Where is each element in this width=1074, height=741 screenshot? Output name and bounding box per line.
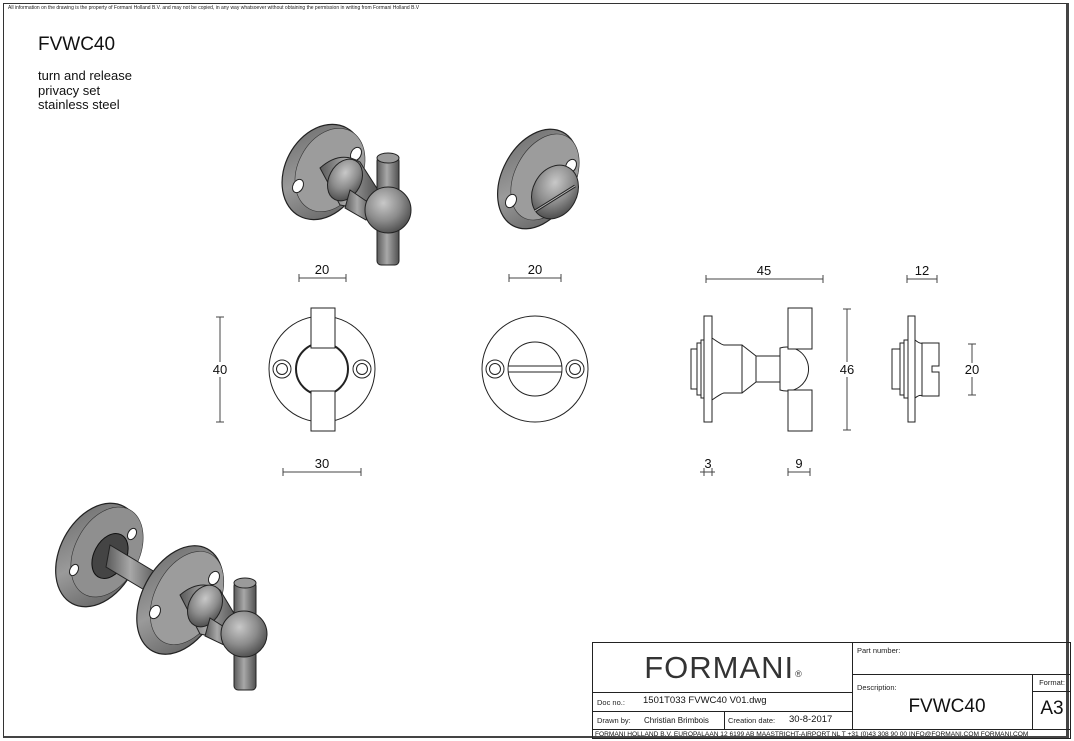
- divider: [852, 643, 853, 729]
- drawn-by-value: Christian Brimbois: [644, 716, 709, 725]
- description-line: turn and release: [38, 68, 132, 83]
- dim-handle-height: 40: [213, 362, 227, 377]
- dim-release-width: 20: [528, 262, 542, 277]
- front-view-release: [481, 315, 589, 423]
- divider: [724, 711, 725, 729]
- iso-view-assembly: [55, 502, 268, 691]
- divider: [853, 674, 1071, 675]
- product-description: turn and release privacy set stainless s…: [38, 68, 132, 113]
- doc-no-label: Doc no.:: [597, 698, 625, 707]
- divider: [1032, 674, 1033, 729]
- dim-release-height: 20: [965, 362, 979, 377]
- description-line: privacy set: [38, 82, 101, 98]
- description-line: stainless steel: [38, 97, 120, 112]
- description-label: Description:: [857, 683, 897, 692]
- side-view-handle: [690, 307, 813, 432]
- dim-plate-diameter: 30: [315, 456, 329, 471]
- creation-date-value: 30-8-2017: [789, 714, 833, 725]
- title-block: FORMANI® Doc no.: 1501T033 FVWC40 V01.dw…: [592, 642, 1071, 739]
- creation-date-label: Creation date:: [728, 716, 776, 725]
- format-value: A3: [1040, 698, 1064, 719]
- dim-handle-length: 45: [757, 263, 771, 278]
- brand-logo: FORMANI®: [644, 650, 803, 685]
- drawing-title: FVWC40: [38, 34, 116, 55]
- part-number-label: Part number:: [857, 646, 901, 655]
- dim-handle-side-height: 46: [840, 362, 854, 377]
- divider: [1032, 691, 1071, 692]
- doc-no-value: 1501T033 FVWC40 V01.dwg: [643, 695, 767, 706]
- format-label: Format:: [1039, 678, 1065, 687]
- drawn-by-label: Drawn by:: [597, 716, 631, 725]
- dim-release-length: 12: [915, 263, 929, 278]
- copyright-notice: All information on the drawing is the pr…: [8, 5, 420, 11]
- description-value: FVWC40: [908, 696, 986, 717]
- iso-view-handle: [281, 123, 412, 266]
- dimension-lines: [216, 274, 976, 476]
- divider: [593, 692, 852, 693]
- front-view-handle: [268, 307, 376, 432]
- drawing-frame: [3, 3, 1069, 738]
- company-footer: FORMANI HOLLAND B.V. EUROPALAAN 12 6199 …: [595, 731, 1029, 738]
- divider: [593, 729, 1071, 730]
- iso-view-release: [497, 128, 580, 230]
- dim-flange-thickness: 3: [704, 456, 711, 471]
- dim-grip-width: 9: [795, 456, 802, 471]
- side-view-release: [891, 315, 940, 423]
- dimension-labels: 20 40 30 20 45 46 3 9 12 20: [210, 262, 982, 471]
- dim-handle-width: 20: [315, 262, 329, 277]
- divider: [593, 711, 852, 712]
